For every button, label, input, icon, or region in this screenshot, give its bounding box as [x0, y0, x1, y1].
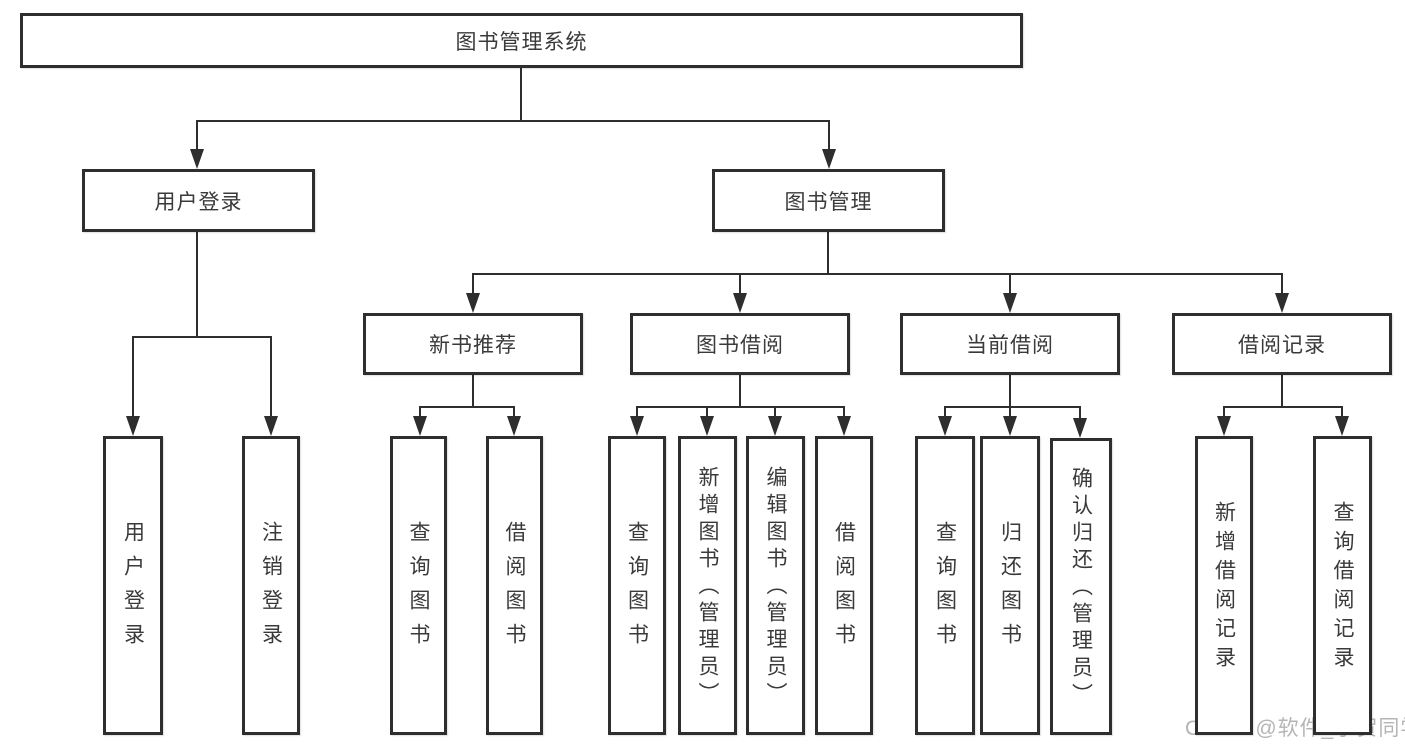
connector-arrow-stem — [1009, 273, 1011, 293]
node-leaf-borrow-books-1: 借阅图书 — [486, 436, 543, 735]
arrow-down-icon — [1003, 293, 1017, 313]
node-label: 新增借阅记录 — [1212, 500, 1236, 675]
connector-arrow-stem — [1079, 406, 1081, 418]
node-label: 借阅记录 — [1238, 334, 1326, 357]
connector-arrow-stem — [944, 406, 946, 416]
arrow-down-icon — [837, 416, 851, 436]
node-label: 当前借阅 — [966, 334, 1054, 357]
connector-arrow-stem — [636, 406, 638, 416]
connector-arrow-stem — [1281, 273, 1283, 293]
node-book-borrowing: 图书借阅 — [630, 313, 850, 375]
connector-line — [1281, 375, 1283, 406]
connector-line — [196, 232, 198, 336]
node-leaf-query-borrow-record: 查询借阅记录 — [1313, 436, 1372, 735]
connector-arrow-stem — [706, 406, 708, 416]
node-leaf-edit-books-admin: 编辑图书（管理员） — [746, 436, 805, 735]
connector-line — [827, 232, 829, 273]
node-label: 新书推荐 — [429, 334, 517, 357]
arrow-down-icon — [413, 416, 427, 436]
connector-arrow-stem — [419, 406, 421, 416]
connector-line — [1223, 406, 1343, 408]
arrow-down-icon — [1335, 416, 1349, 436]
connector-arrow-stem — [1009, 406, 1011, 416]
connector-arrow-stem — [843, 406, 845, 416]
connector-arrow-stem — [828, 120, 830, 149]
node-user-login: 用户登录 — [82, 169, 315, 232]
arrow-down-icon — [768, 416, 782, 436]
arrow-down-icon — [126, 416, 140, 436]
connector-arrow-stem — [774, 406, 776, 416]
arrow-down-icon — [1217, 416, 1231, 436]
arrow-down-icon — [733, 293, 747, 313]
connector-arrow-stem — [472, 273, 474, 293]
node-label: 图书管理 — [784, 190, 873, 214]
connector-line — [1009, 375, 1011, 406]
connector-line — [739, 375, 741, 406]
node-label: 查询借阅记录 — [1331, 500, 1354, 675]
node-leaf-add-books-admin: 新增图书（管理员） — [678, 436, 737, 735]
node-current-borrowing: 当前借阅 — [900, 313, 1120, 375]
arrow-down-icon — [1275, 293, 1289, 313]
connector-line — [132, 336, 272, 338]
node-borrowing-records: 借阅记录 — [1172, 313, 1392, 375]
node-label: 确认归还（管理员） — [1069, 466, 1093, 710]
node-leaf-user-login: 用户登录 — [103, 436, 163, 735]
connector-line — [472, 273, 1283, 275]
node-leaf-query-books-1: 查询图书 — [390, 436, 447, 735]
arrow-down-icon — [630, 416, 644, 436]
connector-line — [636, 406, 845, 408]
node-leaf-query-books-3: 查询图书 — [915, 436, 975, 735]
connector-line — [472, 375, 474, 406]
connector-arrow-stem — [739, 273, 741, 293]
node-leaf-return-books: 归还图书 — [980, 436, 1040, 735]
arrow-down-icon — [700, 416, 714, 436]
connector-line — [520, 68, 522, 120]
connector-arrow-stem — [132, 336, 134, 416]
node-leaf-confirm-return: 确认归还（管理员） — [1050, 438, 1112, 735]
node-label: 查询图书 — [625, 521, 649, 657]
node-label: 图书借阅 — [696, 334, 784, 357]
connector-arrow-stem — [1223, 406, 1225, 416]
node-leaf-logout: 注销登录 — [242, 436, 300, 735]
node-label: 编辑图书（管理员） — [764, 465, 787, 709]
connector-arrow-stem — [196, 120, 198, 149]
node-label: 图书管理系统 — [455, 30, 588, 54]
arrow-down-icon — [1003, 416, 1017, 436]
arrow-down-icon — [822, 149, 836, 169]
arrow-down-icon — [264, 416, 278, 436]
node-label: 用户登录 — [121, 521, 145, 657]
node-label: 借阅图书 — [503, 521, 526, 657]
connector-line — [196, 120, 830, 122]
connector-arrow-stem — [270, 336, 272, 416]
node-label: 用户登录 — [154, 190, 243, 214]
node-label: 查询图书 — [933, 521, 957, 657]
node-book-management: 图书管理 — [712, 169, 945, 232]
connector-arrow-stem — [513, 406, 515, 416]
node-label: 借阅图书 — [832, 521, 856, 657]
node-new-book-recommend: 新书推荐 — [363, 313, 583, 375]
arrow-down-icon — [1073, 418, 1087, 438]
node-leaf-add-borrow-record: 新增借阅记录 — [1195, 436, 1253, 735]
node-label: 归还图书 — [998, 521, 1022, 657]
node-root: 图书管理系统 — [20, 13, 1023, 68]
arrow-down-icon — [938, 416, 952, 436]
node-leaf-query-books-2: 查询图书 — [608, 436, 666, 735]
connector-line — [419, 406, 515, 408]
node-label: 查询图书 — [407, 521, 430, 657]
arrow-down-icon — [466, 293, 480, 313]
connector-line — [944, 406, 1081, 408]
arrow-down-icon — [507, 416, 521, 436]
node-label: 新增图书（管理员） — [696, 465, 719, 709]
node-label: 注销登录 — [259, 521, 283, 657]
arrow-down-icon — [190, 149, 204, 169]
connector-arrow-stem — [1341, 406, 1343, 416]
node-leaf-borrow-books-2: 借阅图书 — [815, 436, 873, 735]
